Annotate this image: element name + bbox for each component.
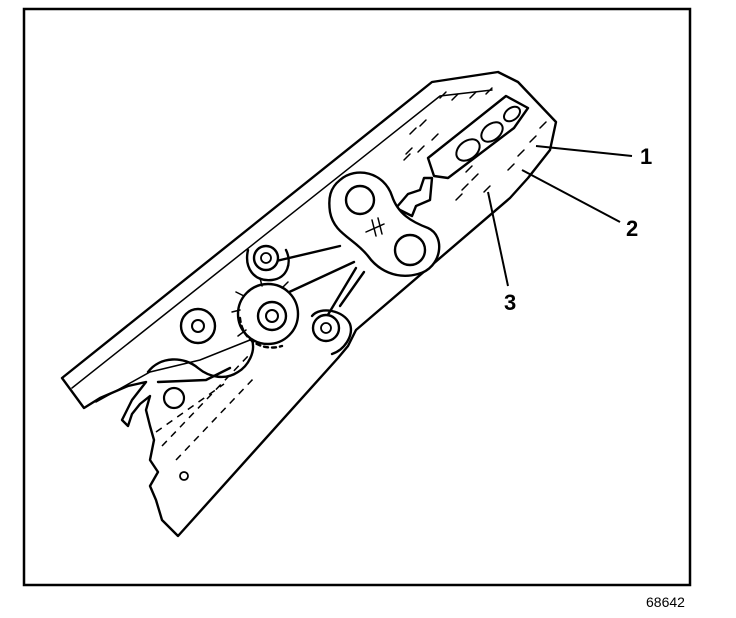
plate-edge-line-lower — [95, 339, 251, 403]
lower-hinge-link — [156, 366, 232, 384]
callout-3: 3 — [504, 290, 516, 315]
latch-pawl — [394, 176, 434, 218]
lower-hinge-bracket — [146, 338, 255, 379]
hidden-lines — [155, 353, 255, 461]
cam-center-mark — [365, 217, 385, 237]
diagram-frame — [22, 7, 692, 587]
pivot-upper-housing — [245, 248, 290, 282]
pivot-left-center — [191, 319, 205, 333]
pivot-right-housing — [310, 309, 353, 356]
leader-line-2 — [521, 169, 621, 223]
callout-2: 2 — [626, 216, 638, 241]
slot-hole — [480, 121, 504, 143]
cam-hole-upper — [344, 184, 376, 216]
hinge-hole — [162, 386, 186, 410]
center-gear-teeth — [231, 277, 289, 337]
plate-edge-line — [71, 89, 493, 389]
slot-hole — [455, 138, 481, 162]
cam-hole-lower — [393, 233, 427, 267]
center-gear-arc — [238, 316, 284, 349]
center-gear-center — [265, 309, 279, 323]
leader-line-3 — [487, 191, 509, 287]
hinge-small-hole — [179, 471, 189, 481]
pivot-upper-center — [260, 252, 272, 264]
bracket-plate — [60, 70, 558, 538]
serration-marks — [403, 87, 547, 201]
pivot-right-center — [320, 322, 332, 334]
callout-1: 1 — [640, 144, 652, 169]
leader-line-1 — [535, 145, 633, 157]
figure-number: 68642 — [646, 594, 685, 610]
slot-hole — [503, 105, 521, 123]
